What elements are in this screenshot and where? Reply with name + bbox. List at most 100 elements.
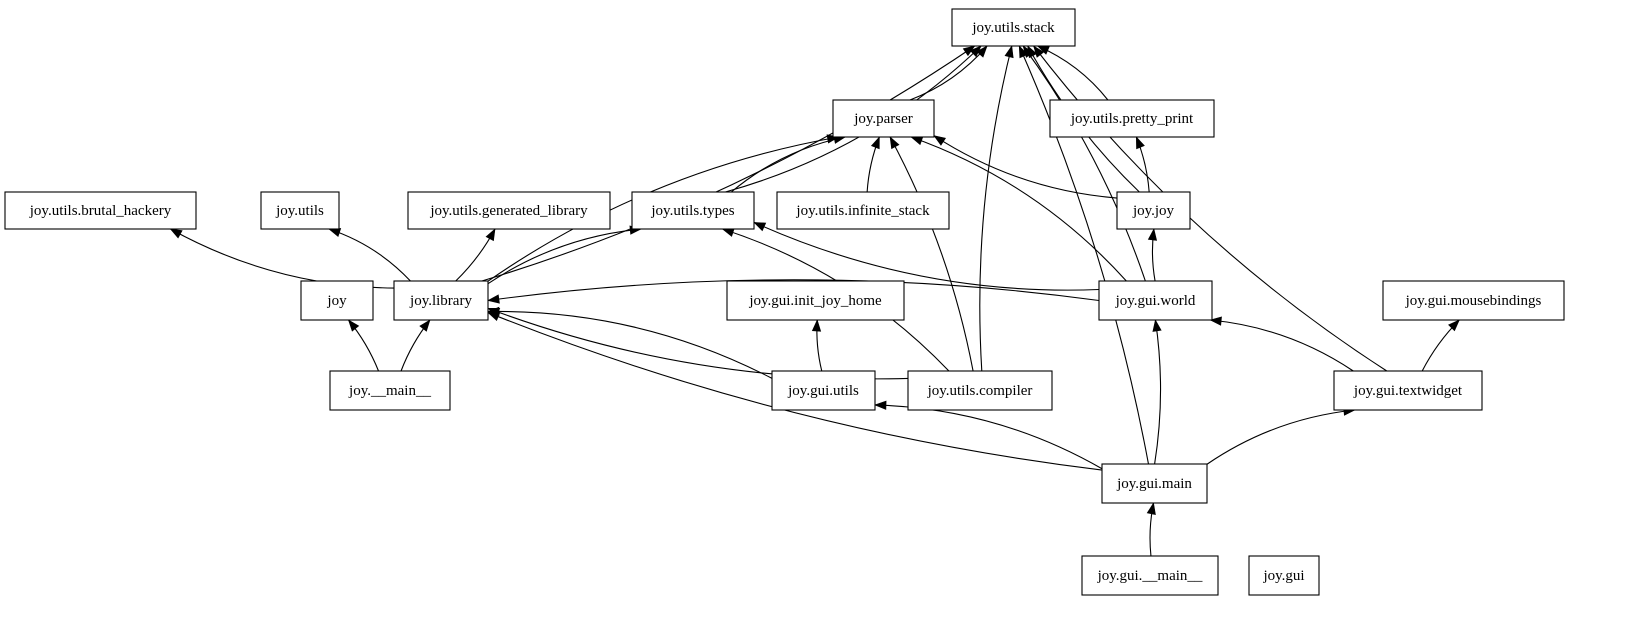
edge-arrowhead: [1152, 319, 1162, 332]
node-label: joy.utils.stack: [971, 20, 1055, 36]
graph-edge: [1018, 45, 1150, 465]
node-label: joy.utils.infinite_stack: [795, 203, 930, 219]
graph-node-joy[interactable]: joy: [300, 280, 374, 321]
graph-edge: [874, 404, 1103, 470]
node-box[interactable]: [771, 370, 876, 411]
graph-node-joy-utils-generated-library[interactable]: joy.utils.generated_library: [407, 191, 611, 230]
node-label: joy.gui.main: [1116, 476, 1192, 492]
graph-node-joy-utils-stack[interactable]: joy.utils.stack: [951, 8, 1076, 47]
graph-node-joy-utils-infinite-stack[interactable]: joy.utils.infinite_stack: [776, 191, 950, 230]
node-box[interactable]: [1116, 191, 1191, 230]
node-label: joy.parser: [853, 111, 913, 127]
graph-node-joy-utils-types[interactable]: joy.utils.types: [631, 191, 755, 230]
edge-arrowhead: [1018, 45, 1029, 59]
node-label: joy.__main__: [348, 383, 431, 399]
graph-node-joy-gui[interactable]: joy.gui: [1248, 555, 1320, 596]
node-box[interactable]: [1081, 555, 1219, 596]
graph-edge: [889, 136, 974, 372]
graph-node-joy-joy[interactable]: joy.joy: [1116, 191, 1191, 230]
node-box[interactable]: [726, 280, 905, 321]
edge-arrowhead: [1033, 45, 1045, 58]
edge-arrowhead: [1146, 502, 1156, 515]
node-box[interactable]: [407, 191, 611, 230]
node-box[interactable]: [300, 280, 374, 321]
graph-node-joy-gui-main[interactable]: joy.gui.main: [1101, 463, 1208, 504]
graph-node-joy-gui-mousebindings[interactable]: joy.gui.mousebindings: [1382, 280, 1565, 321]
node-label: joy.gui.init_joy_home: [748, 293, 882, 309]
node-label: joy.utils.types: [650, 203, 734, 219]
graph-node-joy-gui-utils[interactable]: joy.gui.utils: [771, 370, 876, 411]
edge-arrowhead: [347, 319, 360, 332]
edge-arrowhead: [874, 400, 887, 410]
graph-edge: [910, 136, 1127, 282]
node-label: joy.gui.mousebindings: [1405, 293, 1542, 309]
edge-arrowhead: [870, 136, 880, 150]
graph-edge: [1033, 45, 1388, 372]
node-label: joy.gui.utils: [787, 383, 859, 399]
edge-arrowhead: [328, 228, 342, 237]
graph-node-joy-utils-compiler[interactable]: joy.utils.compiler: [907, 370, 1053, 411]
node-label: joy.utils.generated_library: [429, 203, 588, 219]
node-box[interactable]: [907, 370, 1053, 411]
node-box[interactable]: [260, 191, 340, 230]
graph-edge: [481, 45, 976, 282]
node-box[interactable]: [951, 8, 1076, 47]
graph-edge: [487, 228, 642, 285]
graph-node-joy-gui---main--[interactable]: joy.gui.__main__: [1081, 555, 1219, 596]
node-box[interactable]: [1101, 463, 1208, 504]
edge-arrowhead: [1209, 316, 1222, 326]
edge-arrowhead: [485, 228, 496, 242]
edge-arrowhead: [811, 319, 822, 332]
graph-edge: [979, 45, 1013, 372]
node-box[interactable]: [1049, 99, 1215, 138]
node-box[interactable]: [1333, 370, 1483, 411]
graph-edge: [487, 310, 773, 379]
node-box[interactable]: [4, 191, 197, 230]
edge-layer: [169, 45, 1460, 557]
graph-edge: [170, 228, 395, 289]
edge-arrowhead: [169, 228, 183, 239]
edge-arrowhead: [969, 45, 982, 58]
node-box[interactable]: [631, 191, 755, 230]
graph-edge: [487, 279, 1100, 302]
node-box[interactable]: [329, 370, 451, 411]
edge-arrowhead: [889, 136, 900, 150]
node-box[interactable]: [1248, 555, 1320, 596]
edge-arrowhead: [487, 312, 501, 322]
graph-node-joy-gui-textwidget[interactable]: joy.gui.textwidget: [1333, 370, 1483, 411]
node-label: joy.library: [409, 293, 472, 309]
node-label: joy.utils: [275, 203, 324, 219]
graph-node-joy-parser[interactable]: joy.parser: [832, 99, 935, 138]
node-box[interactable]: [832, 99, 935, 138]
node-box[interactable]: [1098, 280, 1213, 321]
node-label: joy.utils.brutal_hackery: [29, 203, 172, 219]
node-box[interactable]: [776, 191, 950, 230]
node-box[interactable]: [1382, 280, 1565, 321]
graph-node-joy-utils[interactable]: joy.utils: [260, 191, 340, 230]
edge-arrowhead: [1448, 319, 1460, 332]
node-label: joy.utils.pretty_print: [1070, 111, 1194, 127]
edge-arrowhead: [721, 228, 735, 237]
edge-arrowhead: [910, 136, 924, 146]
edge-arrowhead: [976, 45, 988, 58]
node-box[interactable]: [393, 280, 489, 321]
graph-node-joy-library[interactable]: joy.library: [393, 280, 489, 321]
graph-node-joy-utils-pretty-print[interactable]: joy.utils.pretty_print: [1049, 99, 1215, 138]
graph-edge: [1210, 319, 1354, 372]
edge-arrowhead: [933, 135, 947, 146]
node-label: joy.utils.compiler: [927, 383, 1033, 399]
graph-node-joy-utils-brutal-hackery[interactable]: joy.utils.brutal_hackery: [4, 191, 197, 230]
node-label: joy.joy: [1132, 203, 1175, 219]
graph-edge: [933, 135, 1118, 199]
graph-node-joy-gui-init-joy-home[interactable]: joy.gui.init_joy_home: [726, 280, 905, 321]
node-label: joy.gui.textwidget: [1353, 383, 1463, 399]
edge-arrowhead: [753, 222, 767, 232]
node-label: joy: [326, 293, 347, 309]
node-layer: joy.utils.stack joy.parser joy.utils.prett…: [4, 8, 1565, 596]
graph-edge: [328, 228, 411, 282]
graph-node-joy-gui-world[interactable]: joy.gui.world: [1098, 280, 1213, 321]
graph-node-joy---main--[interactable]: joy.__main__: [329, 370, 451, 411]
edge-arrowhead: [487, 294, 500, 304]
